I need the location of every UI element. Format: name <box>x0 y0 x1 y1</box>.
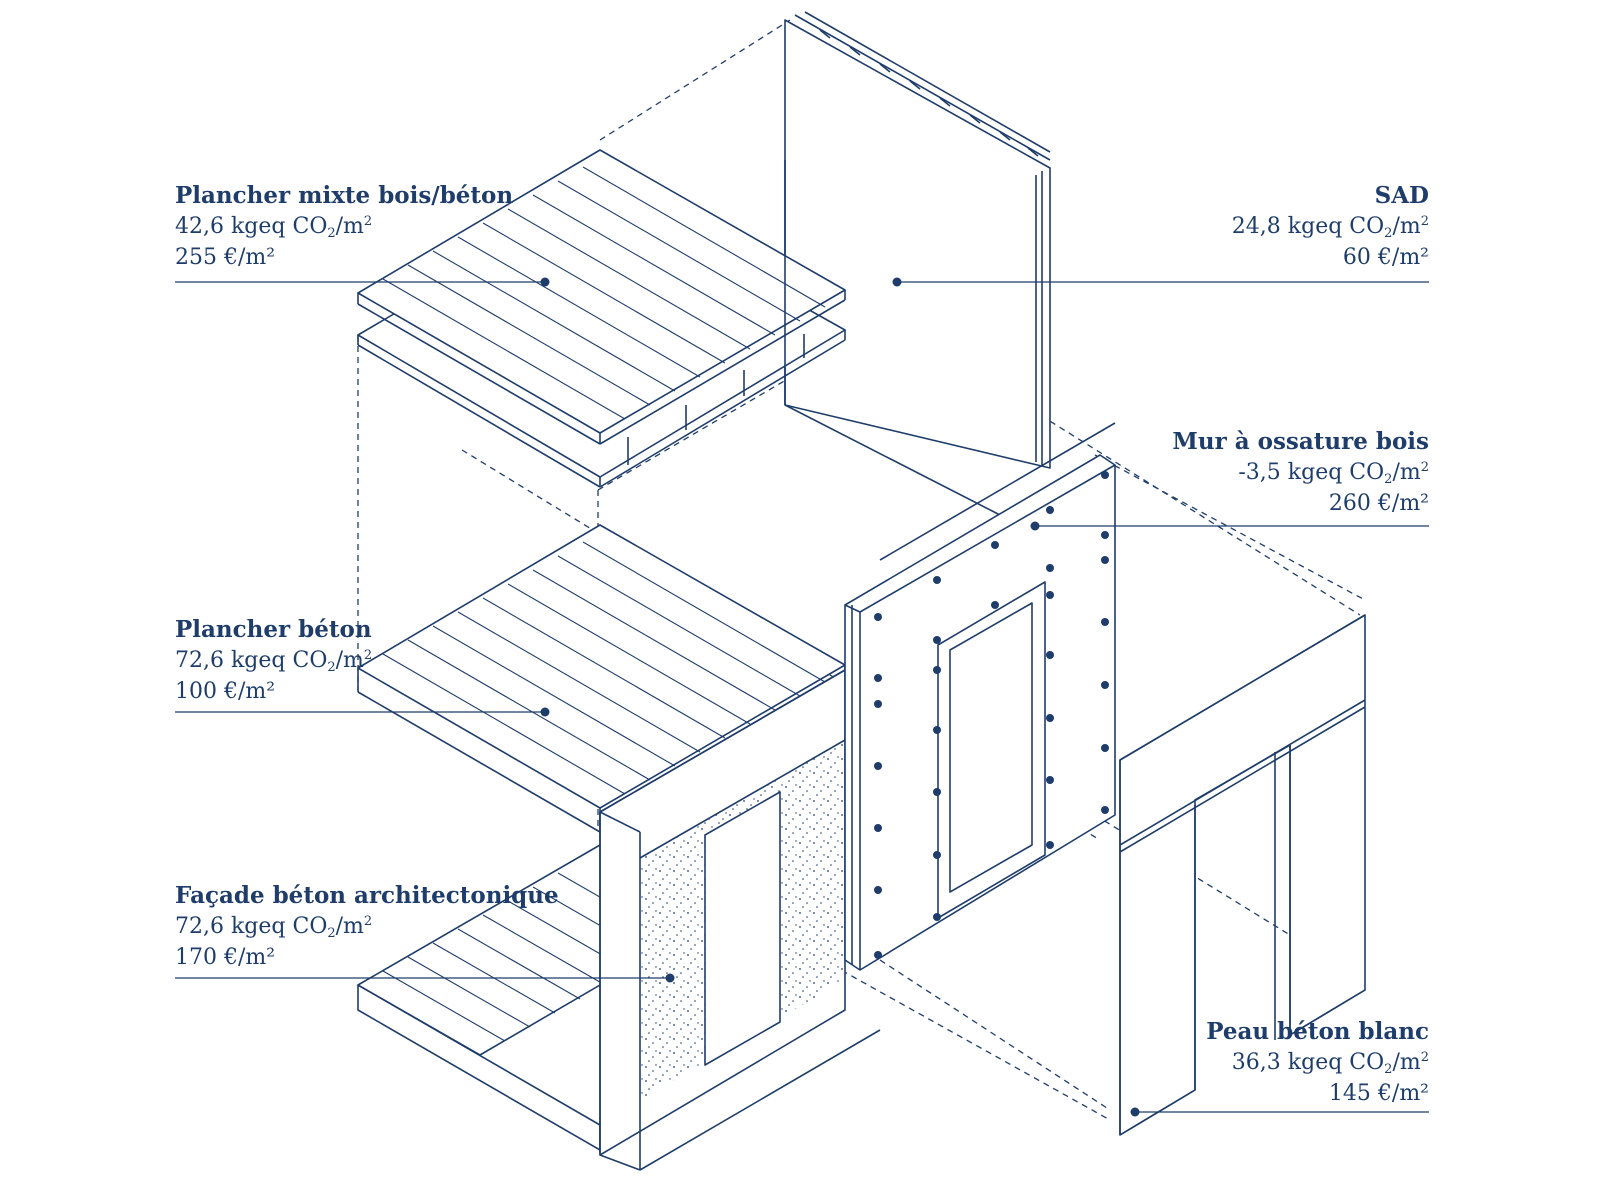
peau-beton-frame <box>1119 614 1366 1136</box>
label-facade-beton: Façade béton architectonique 72,6 kgeq C… <box>175 880 605 973</box>
mur-ossature-panel <box>844 422 1116 971</box>
mur-ossature-fasteners <box>874 471 1109 959</box>
label-plancher-mixte: Plancher mixte bois/béton 42,6 kgeq CO2/… <box>175 180 605 273</box>
label-emission: -3,5 kgeq CO2/m2 <box>1238 460 1429 487</box>
label-mur-ossature: Mur à ossature bois -3,5 kgeq CO2/m2 260… <box>999 426 1429 519</box>
label-cost: 100 €/m² <box>175 679 276 704</box>
plancher-mixte-slab <box>357 149 846 488</box>
label-title: Façade béton architectonique <box>175 882 559 909</box>
label-emission: 24,8 kgeq CO2/m2 <box>1231 214 1429 241</box>
sad-wall-panel <box>784 11 1051 516</box>
leader-lines <box>175 281 1429 1113</box>
label-plancher-beton: Plancher béton 72,6 kgeq CO2/m2 100 €/m² <box>175 614 605 707</box>
leader-dots <box>540 277 1140 1117</box>
sad-panel-joints <box>819 29 1039 157</box>
label-cost: 260 €/m² <box>1328 491 1429 516</box>
label-cost: 60 €/m² <box>1342 245 1429 270</box>
label-title: Plancher béton <box>175 616 372 643</box>
label-title: SAD <box>1374 182 1429 209</box>
label-sad: SAD 24,8 kgeq CO2/m2 60 €/m² <box>999 180 1429 273</box>
label-emission: 72,6 kgeq CO2/m2 <box>175 914 373 941</box>
label-title: Plancher mixte bois/béton <box>175 182 514 209</box>
label-title: Mur à ossature bois <box>1172 428 1429 455</box>
label-cost: 145 €/m² <box>1328 1081 1429 1106</box>
label-peau-beton: Peau béton blanc 36,3 kgeq CO2/m2 145 €/… <box>999 1016 1429 1109</box>
label-emission: 36,3 kgeq CO2/m2 <box>1231 1050 1429 1077</box>
label-title: Peau béton blanc <box>1206 1018 1429 1045</box>
plancher-beton-planks <box>382 541 826 795</box>
label-cost: 255 €/m² <box>175 245 276 270</box>
label-emission: 42,6 kgeq CO2/m2 <box>175 214 373 241</box>
label-cost: 170 €/m² <box>175 945 276 970</box>
label-emission: 72,6 kgeq CO2/m2 <box>175 648 373 675</box>
facade-beton-block <box>357 669 881 1171</box>
